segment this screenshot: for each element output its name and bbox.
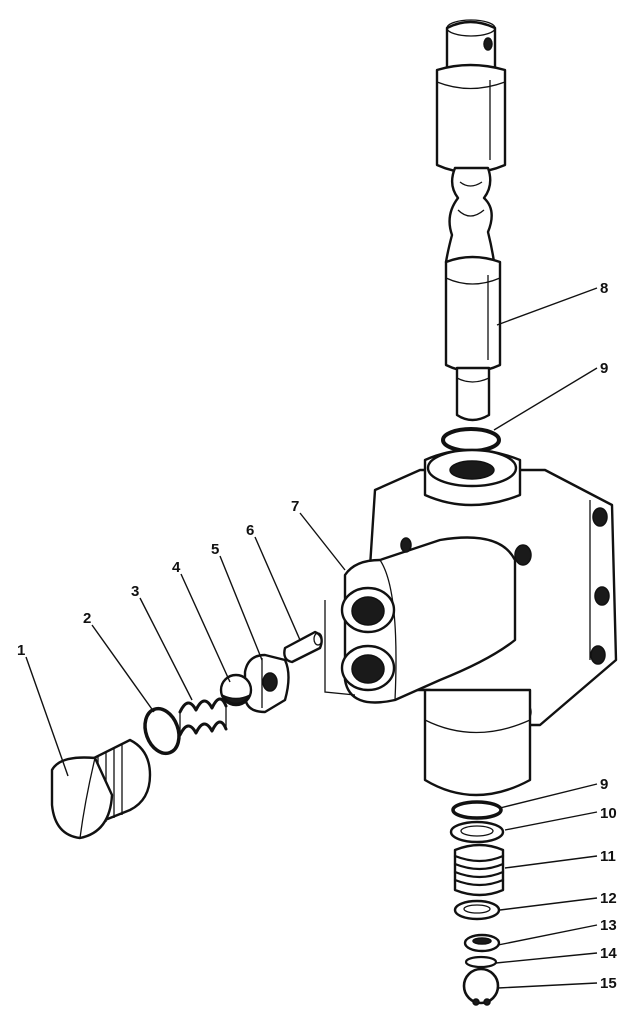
part-9-oring-top xyxy=(441,427,501,453)
callout-1: 1 xyxy=(17,642,25,659)
leader-lines xyxy=(25,287,598,989)
callout-6: 6 xyxy=(246,522,254,539)
callout-14: 14 xyxy=(600,945,617,962)
part-7-valve-body xyxy=(324,448,618,797)
callout-2: 2 xyxy=(83,610,91,627)
callout-11: 11 xyxy=(600,848,616,865)
callout-9-bottom: 9 xyxy=(600,776,608,793)
callout-7: 7 xyxy=(291,498,299,515)
callout-labels: 1 2 3 4 5 6 7 8 9 9 10 11 12 13 14 15 xyxy=(17,280,617,992)
part-3-spring xyxy=(178,697,228,737)
part-12-retainer xyxy=(453,899,501,921)
callout-8: 8 xyxy=(600,280,608,297)
part-14-ring xyxy=(464,955,498,969)
part-5-poppet xyxy=(243,653,290,714)
callout-3: 3 xyxy=(131,583,139,600)
part-2-oring xyxy=(143,706,181,756)
part-6-pin xyxy=(283,630,323,664)
callout-9-top: 9 xyxy=(600,360,608,377)
callout-13: 13 xyxy=(600,917,617,934)
part-13-cap xyxy=(463,933,501,953)
part-10-washer xyxy=(449,820,505,844)
callout-4: 4 xyxy=(172,559,181,576)
callout-12: 12 xyxy=(600,890,617,907)
part-1-plug xyxy=(50,738,152,840)
part-15-snap-ring xyxy=(462,967,500,1006)
part-8-spool xyxy=(435,19,507,422)
part-4-ball xyxy=(219,673,253,707)
part-11-spring xyxy=(453,843,505,897)
callout-5: 5 xyxy=(211,541,219,558)
part-9-oring-bottom xyxy=(451,800,503,820)
callout-15: 15 xyxy=(600,975,617,992)
callout-10: 10 xyxy=(600,805,617,822)
